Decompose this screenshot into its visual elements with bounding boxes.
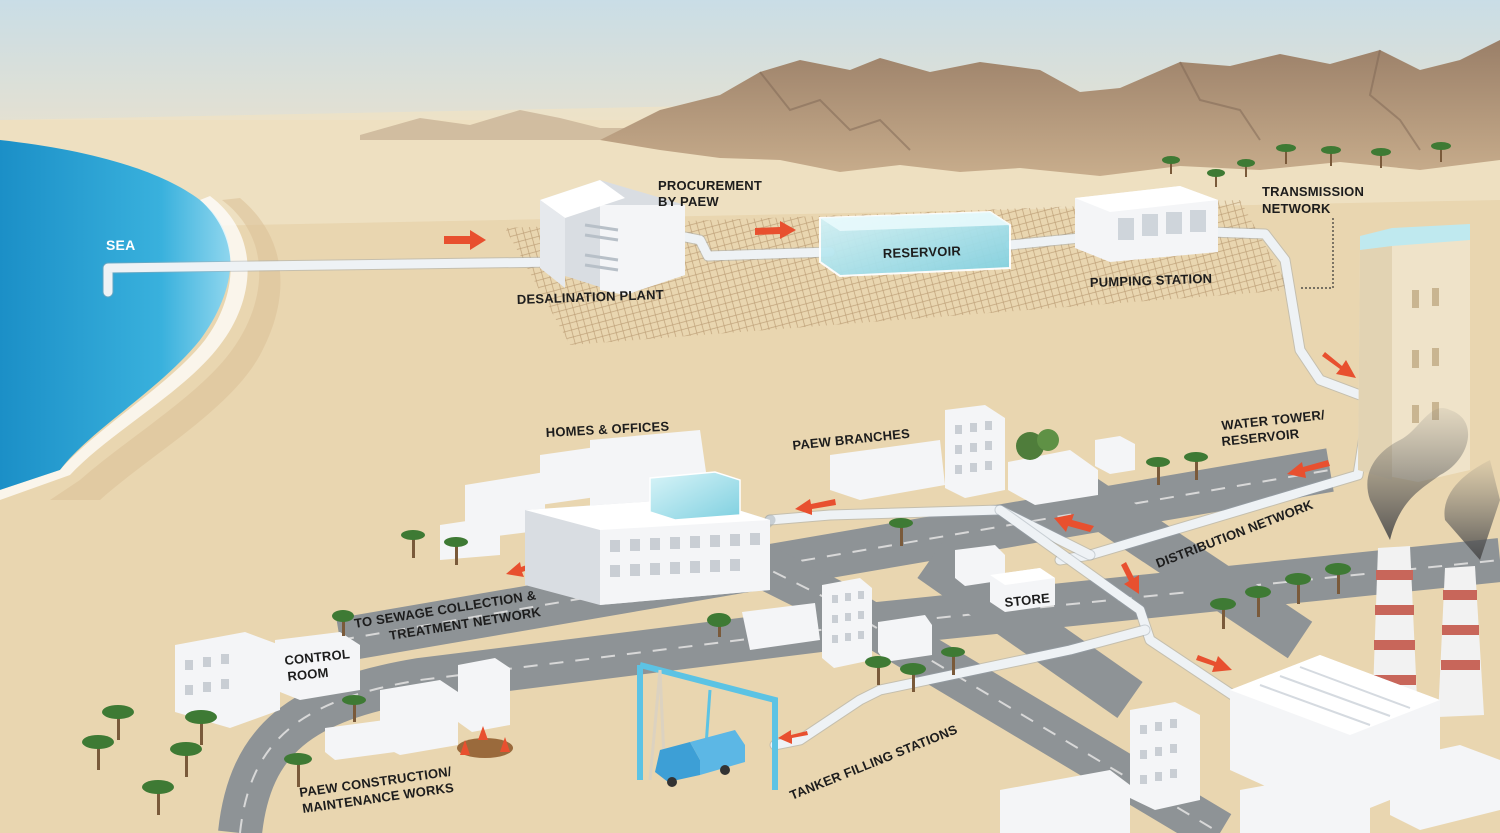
palm-tree-icon bbox=[170, 742, 202, 777]
store-building bbox=[955, 545, 1055, 612]
flow-arrow-icon bbox=[1322, 352, 1356, 378]
chimney-icon bbox=[1372, 546, 1418, 722]
label-homes-offices: HOMES & OFFICES bbox=[545, 419, 669, 440]
tanker-filling-station bbox=[637, 662, 778, 790]
flow-arrow-icon bbox=[755, 221, 796, 239]
flow-arrow-icon bbox=[778, 730, 808, 744]
palm-tree-icon bbox=[1431, 142, 1451, 162]
homes-offices-buildings bbox=[440, 430, 770, 605]
transmission-leader bbox=[1300, 218, 1334, 289]
label-store: STORE bbox=[1004, 590, 1051, 610]
palm-tree-icon bbox=[82, 735, 114, 770]
flow-arrow-icon bbox=[1287, 460, 1330, 478]
palm-tree-icon bbox=[185, 710, 217, 745]
palm-tree-icon bbox=[865, 656, 891, 685]
palm-tree-icon bbox=[284, 753, 312, 787]
label-control-room-line1: CONTROL bbox=[284, 646, 351, 668]
label-control-room-line2: ROOM bbox=[287, 665, 330, 684]
wet-sand bbox=[50, 198, 281, 500]
flow-arrow-icon bbox=[795, 499, 836, 515]
chimney-icon bbox=[1438, 566, 1484, 717]
tanker-truck-icon bbox=[655, 730, 745, 787]
surf bbox=[0, 196, 248, 500]
palm-tree-icon bbox=[1321, 146, 1341, 166]
palm-tree-icon bbox=[1210, 598, 1236, 629]
label-desalination-plant: DESALINATION PLANT bbox=[517, 287, 665, 307]
palm-tree-icon bbox=[142, 780, 174, 815]
palm-tree-icon bbox=[1276, 144, 1296, 164]
palm-tree-icon bbox=[1285, 573, 1311, 604]
label-reservoir: RESERVOIR bbox=[883, 243, 962, 261]
palm-tree-icon bbox=[1237, 159, 1255, 177]
palm-tree-icon bbox=[1184, 452, 1208, 480]
desalination-plant bbox=[540, 180, 685, 295]
pipe-network bbox=[102, 226, 1371, 751]
foreground-buildings bbox=[1000, 702, 1370, 833]
palm-tree-icon bbox=[401, 530, 425, 558]
label-procurement-line1: PROCUREMENT bbox=[658, 178, 762, 193]
flow-arrow-icon bbox=[1196, 655, 1232, 672]
palm-tree-icon bbox=[1245, 586, 1271, 617]
label-procurement-line2: BY PAEW bbox=[658, 194, 719, 209]
power-plant bbox=[1230, 407, 1500, 830]
flow-arrow-icon bbox=[1054, 514, 1094, 532]
palm-tree-icon bbox=[707, 613, 731, 637]
flow-arrows bbox=[444, 221, 1356, 744]
palm-tree-icon bbox=[900, 663, 926, 692]
flow-arrow-icon bbox=[1121, 562, 1139, 594]
pumping-station bbox=[1075, 186, 1218, 262]
palm-tree-icon bbox=[102, 705, 134, 740]
palm-tree-icon bbox=[1146, 457, 1170, 485]
label-pumping-station: PUMPING STATION bbox=[1090, 271, 1213, 290]
palm-tree-icon bbox=[1325, 563, 1351, 594]
reservoir-tank bbox=[819, 210, 1011, 278]
control-room-buildings bbox=[175, 632, 360, 728]
water-tank-icon bbox=[1360, 224, 1470, 250]
mountain-range bbox=[360, 40, 1500, 176]
label-transmission-line1: TRANSMISSION bbox=[1262, 184, 1364, 199]
palm-tree-icon bbox=[1162, 156, 1180, 174]
palm-tree-icon bbox=[342, 695, 366, 722]
palm-tree-icon bbox=[332, 610, 354, 636]
palm-tree-icon bbox=[1371, 148, 1391, 168]
label-transmission-line2: NETWORK bbox=[1262, 201, 1331, 216]
palm-trees bbox=[82, 142, 1451, 815]
label-sea: SEA bbox=[106, 237, 135, 253]
palm-tree-icon bbox=[444, 537, 468, 565]
middle-buildings bbox=[742, 578, 932, 668]
paew-branches-buildings bbox=[830, 405, 1135, 505]
sea bbox=[0, 140, 231, 490]
palm-tree-icon bbox=[889, 518, 913, 546]
flow-arrow-icon bbox=[444, 230, 486, 250]
palm-tree-icon bbox=[1207, 169, 1225, 187]
construction-area-buildings bbox=[325, 658, 513, 760]
palm-tree-icon bbox=[941, 647, 965, 675]
